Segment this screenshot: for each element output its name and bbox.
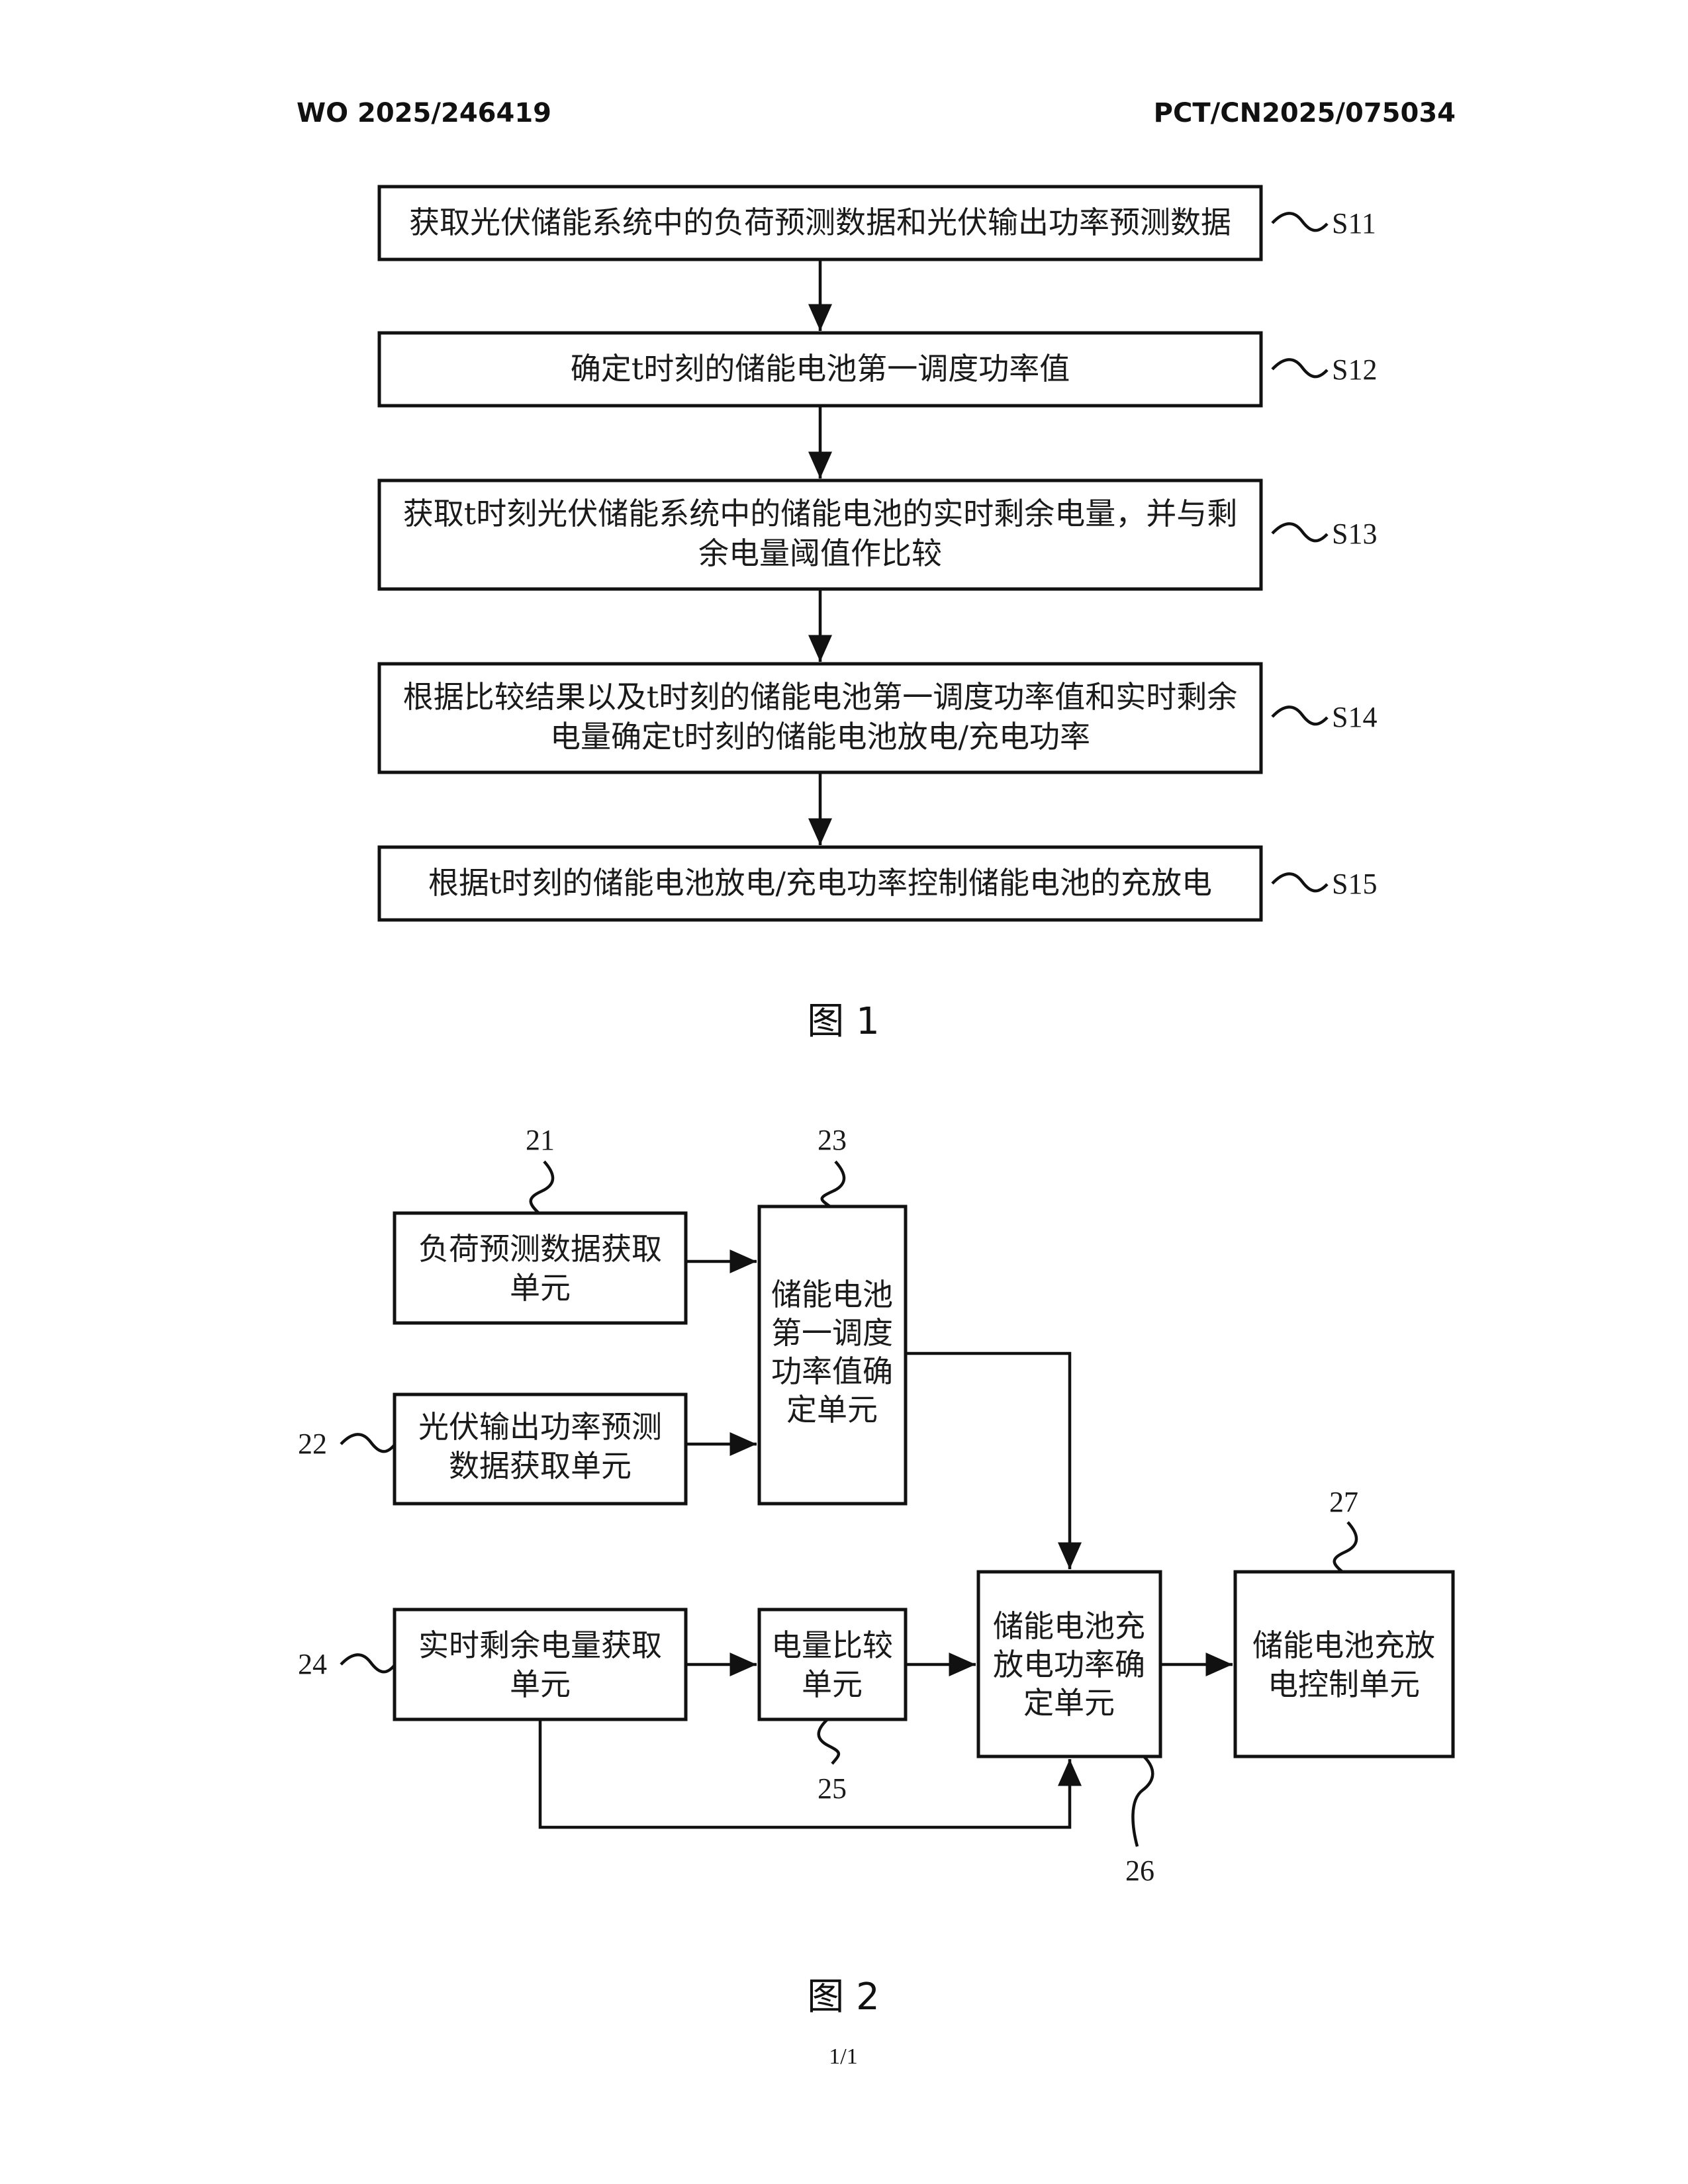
step-s13-text-line1: 获取t时刻光伏储能系统中的储能电池的实时剩余电量，并与剩	[403, 496, 1238, 531]
unit-21-text-line2: 单元	[510, 1270, 571, 1306]
unit-21-text-line1: 负荷预测数据获取	[418, 1231, 662, 1267]
leader-22	[341, 1434, 395, 1451]
figure-1-flowchart: 获取光伏储能系统中的负荷预测数据和光伏输出功率预测数据 确定t时刻的储能电池第一…	[379, 187, 1377, 1043]
step-s13-text-line2: 余电量阈值作比较	[698, 535, 942, 571]
step-s12-text: 确定t时刻的储能电池第一调度功率值	[571, 351, 1070, 387]
ref-21: 21	[526, 1124, 555, 1156]
unit-24-box	[395, 1610, 686, 1719]
unit-23-text-line1: 储能电池	[771, 1277, 893, 1312]
step-s14-text-line1: 根据比较结果以及t时刻的储能电池第一调度功率值和实时剩余	[403, 679, 1238, 715]
leader-24	[341, 1655, 395, 1672]
leader-s13	[1272, 523, 1327, 541]
unit-25-box	[759, 1610, 906, 1719]
unit-25-text-line1: 电量比较	[771, 1627, 893, 1663]
step-label-s14: S14	[1332, 701, 1377, 733]
step-s14-text-line2: 电量确定t时刻的储能电池放电/充电功率	[550, 719, 1090, 754]
figure-2-block-diagram: 负荷预测数据获取 单元 光伏输出功率预测 数据获取单元 储能电池 第一调度 功率…	[298, 1124, 1453, 2019]
leader-23	[822, 1161, 844, 1206]
ref-24: 24	[298, 1648, 327, 1680]
figure-2-caption: 图 2	[807, 1976, 879, 2019]
ref-26: 26	[1125, 1854, 1154, 1887]
step-label-s12: S12	[1332, 353, 1377, 386]
leader-21	[531, 1161, 553, 1213]
leader-s12	[1272, 359, 1327, 377]
leader-25	[819, 1719, 839, 1764]
step-label-s13: S13	[1332, 518, 1377, 550]
unit-25-text-line2: 单元	[802, 1666, 863, 1702]
leader-s14	[1272, 707, 1327, 724]
unit-24-text-line1: 实时剩余电量获取	[418, 1627, 662, 1663]
ref-22: 22	[298, 1428, 327, 1460]
figure-1-caption: 图 1	[807, 1000, 879, 1043]
ref-27: 27	[1329, 1486, 1358, 1518]
unit-22-text-line2: 数据获取单元	[449, 1448, 632, 1484]
unit-27-text-line2: 电控制单元	[1268, 1666, 1420, 1702]
step-label-s15: S15	[1332, 868, 1377, 900]
unit-21-box	[395, 1213, 686, 1323]
leader-26	[1133, 1756, 1152, 1846]
step-s11-text: 获取光伏储能系统中的负荷预测数据和光伏输出功率预测数据	[409, 205, 1231, 240]
step-s15-text: 根据t时刻的储能电池放电/充电功率控制储能电池的充放电	[428, 865, 1212, 901]
arrow-23-26	[906, 1353, 1070, 1569]
ref-25: 25	[818, 1772, 847, 1805]
page-number: 1/1	[829, 2044, 857, 2069]
unit-26-text-line1: 储能电池充	[993, 1608, 1145, 1644]
leader-s15	[1272, 874, 1327, 891]
unit-23-text-line4: 定单元	[786, 1392, 878, 1428]
unit-27-text-line1: 储能电池充放	[1252, 1627, 1435, 1663]
unit-24-text-line2: 单元	[510, 1666, 571, 1702]
leader-27	[1335, 1522, 1356, 1572]
leader-s11	[1272, 213, 1327, 230]
unit-23-text-line3: 功率值确	[771, 1353, 893, 1389]
unit-26-text-line3: 定单元	[1023, 1685, 1115, 1721]
unit-23-text-line2: 第一调度	[771, 1315, 893, 1351]
unit-26-text-line2: 放电功率确	[993, 1647, 1145, 1682]
unit-22-text-line1: 光伏输出功率预测	[418, 1409, 662, 1445]
ref-23: 23	[818, 1124, 847, 1156]
unit-27-box	[1235, 1572, 1453, 1756]
step-label-s11: S11	[1332, 207, 1376, 240]
